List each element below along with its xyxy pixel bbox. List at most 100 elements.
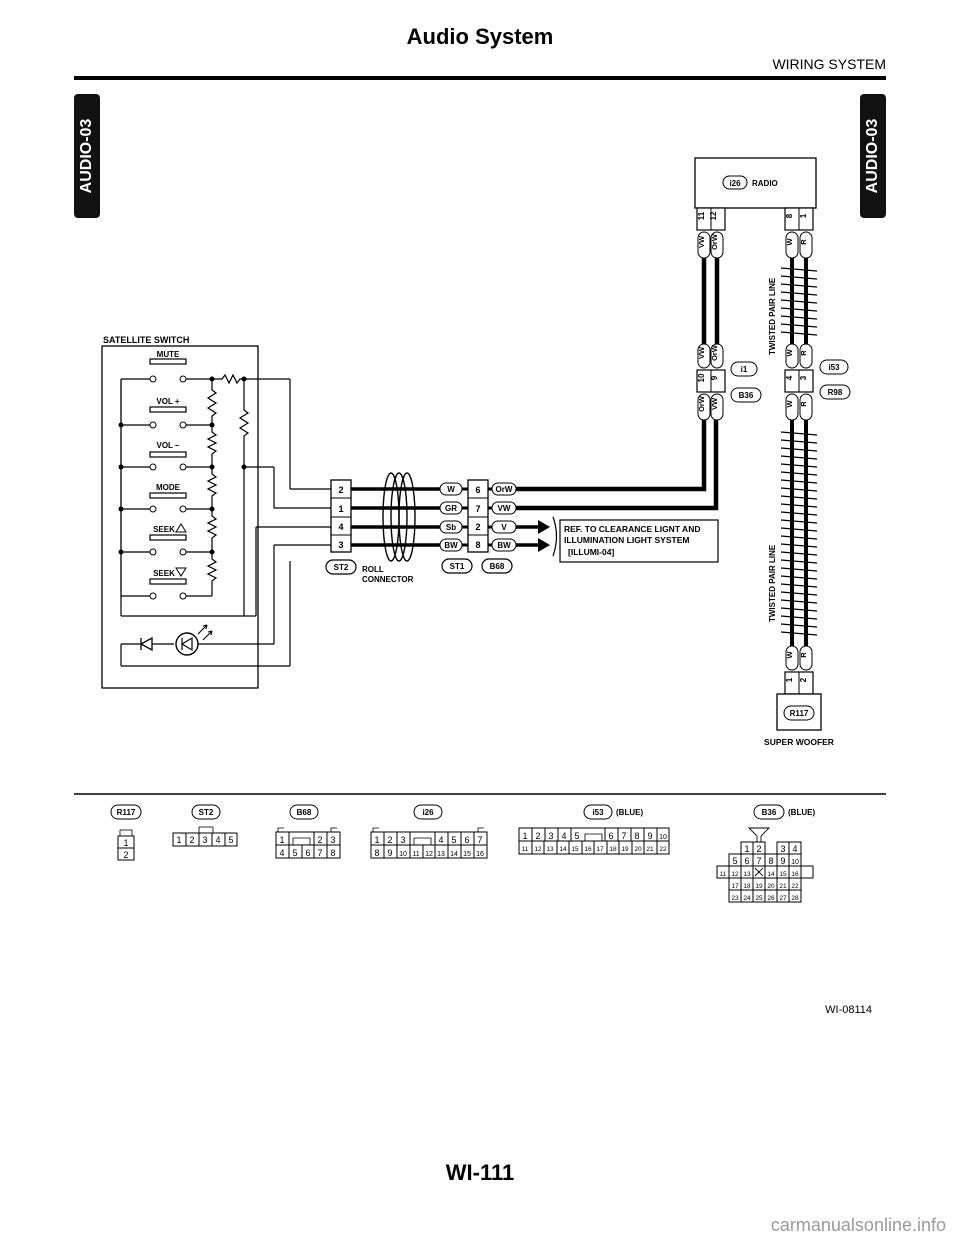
radio-connector-label: i26 <box>729 179 741 188</box>
switch-vol-up-label: VOL + <box>156 397 180 406</box>
pin-number: 14 <box>767 871 775 878</box>
pin-number: 3 <box>202 835 207 845</box>
pin-number: 5 <box>732 856 737 866</box>
b68-connector-label: B68 <box>490 562 505 571</box>
pin-number: 13 <box>546 846 554 853</box>
r117-connector-label: R117 <box>790 709 809 718</box>
r98-connector-label: R98 <box>828 388 843 397</box>
connector-view-name: R117 <box>117 808 136 817</box>
pin-number: 24 <box>743 895 751 902</box>
pin-number: 20 <box>767 883 775 890</box>
st2-pin: 2 <box>338 485 343 495</box>
connector-view-b68: B68 1 2 3 4 5 6 7 8 <box>275 804 341 859</box>
st1-b68-block: W GR Sb BW 6 7 2 8 OrW VW V BW ST1 B68 <box>439 479 517 574</box>
wire-code: W <box>447 485 455 494</box>
pin-number: 7 <box>317 848 322 858</box>
ref-note-line: ILLUMINATION LIGHT SYSTEM <box>564 535 689 545</box>
twisted-pair-label: TWISTED PAIR LINE <box>768 277 777 355</box>
roll-connector-label: ROLL <box>362 565 384 574</box>
page-number: WI-111 <box>445 1160 515 1185</box>
pin-number: 18 <box>743 883 751 890</box>
wire-code: OrW <box>496 485 513 494</box>
i1-pin: 10 <box>697 373 706 382</box>
arrow-right-icon <box>538 520 550 534</box>
pin-number: 23 <box>731 895 739 902</box>
pin-number: 8 <box>330 848 335 858</box>
connector-view-st2: ST2 1 2 3 4 5 <box>172 804 238 847</box>
pin-number: 9 <box>780 856 785 866</box>
st2-pin-block: 2 1 4 3 ST2 <box>325 479 357 575</box>
connector-view-note: (BLUE) <box>616 808 643 817</box>
satellite-switch-label: SATELLITE SWITCH <box>103 335 189 345</box>
pin-number: 5 <box>228 835 233 845</box>
pin-number: 4 <box>215 835 220 845</box>
pin-number: 7 <box>756 856 761 866</box>
switch-mute-label: MUTE <box>157 350 180 359</box>
connector-view-i26: i26 1 2 3 4 5 6 7 8 9 10 11 12 13 14 15 … <box>370 804 488 859</box>
pin-number: 10 <box>659 834 667 841</box>
wire-code: R <box>799 350 808 356</box>
i53-connector-label: i53 <box>828 363 840 372</box>
section-title: WIRING SYSTEM <box>772 56 886 72</box>
junction-i1: VW OrW 10 9 OrW VW i1 B36 <box>696 343 762 421</box>
connector-view-name: ST2 <box>199 808 214 817</box>
ref-note: REF. TO CLEARANCE LIGNT AND ILLUMINATION… <box>559 519 719 563</box>
pin-number: 2 <box>756 844 761 854</box>
switch-vol-down: VOL – <box>121 441 212 471</box>
switch-vol-down-label: VOL – <box>157 441 181 450</box>
ref-note-line: [ILLUMI-04] <box>568 547 614 557</box>
pin-number: 4 <box>438 835 443 845</box>
radio-pin: 11 <box>697 211 706 220</box>
wire-code: VW <box>697 235 706 248</box>
pin-number: 1 <box>744 844 749 854</box>
pin-number: 21 <box>646 846 654 853</box>
connector-view-name: i53 <box>592 808 604 817</box>
pin-number: 6 <box>464 835 469 845</box>
wire-code: R <box>799 239 808 245</box>
pin-number: 12 <box>731 871 739 878</box>
pin-number: 21 <box>779 883 787 890</box>
switch-mode: MODE <box>121 483 212 513</box>
switch-seek-down: SEEK <box>121 567 212 600</box>
junction-i53: W R 4 3 W R i53 R98 <box>784 343 851 421</box>
woofer-pin: 2 <box>799 677 808 682</box>
pin-number: 15 <box>463 851 471 858</box>
st2-pin: 3 <box>338 540 343 550</box>
wire-code: OrW <box>697 395 706 412</box>
connector-view-name: B36 <box>762 808 777 817</box>
radio-label: RADIO <box>752 179 778 188</box>
pin-number: 5 <box>574 831 579 841</box>
wire-code: Sb <box>446 523 456 532</box>
switch-mute: MUTE <box>121 350 212 383</box>
pin-number: 18 <box>609 846 617 853</box>
wire-code: BW <box>444 541 458 550</box>
pin-number: 12 <box>425 851 433 858</box>
pin-number: 11 <box>412 851 419 858</box>
wire-code: W <box>785 349 794 357</box>
i53-pin: 3 <box>799 375 808 380</box>
pin-number: 6 <box>608 831 613 841</box>
arrow-right-icon <box>538 538 550 552</box>
pin-number: 7 <box>621 831 626 841</box>
super-woofer-label: SUPER WOOFER <box>764 737 834 747</box>
ref-note-line: REF. TO CLEARANCE LIGNT AND <box>564 524 700 534</box>
i1-pin: 9 <box>710 375 719 380</box>
pin-number: 22 <box>659 846 667 853</box>
pin-number: 14 <box>559 846 567 853</box>
b36-connector-label: B36 <box>739 391 754 400</box>
b68-pin: 7 <box>475 504 480 514</box>
connector-view-b36: B36 (BLUE) 1 2 3 4 5 6 7 8 9 10 11 12 13… <box>716 804 815 903</box>
pin-number: 26 <box>767 895 775 902</box>
pin-number: 5 <box>451 835 456 845</box>
twisted-pair-label: TWISTED PAIR LINE <box>768 544 777 622</box>
roll-connector-wires: ROLL CONNECTOR <box>351 472 440 584</box>
wire-code: OrW <box>710 233 719 250</box>
pin-number: 14 <box>450 851 458 858</box>
wire-code: R <box>799 652 808 658</box>
pin-number: 3 <box>548 831 553 841</box>
connector-view-i53: i53 (BLUE) 1 2 3 4 5 6 7 8 9 10 11 12 13 <box>518 804 670 855</box>
watermark: carmanualsonline.info <box>770 1215 946 1235</box>
switch-seek-up: SEEK <box>121 523 212 556</box>
pin-number: 16 <box>476 851 484 858</box>
pin-number: 4 <box>279 848 284 858</box>
